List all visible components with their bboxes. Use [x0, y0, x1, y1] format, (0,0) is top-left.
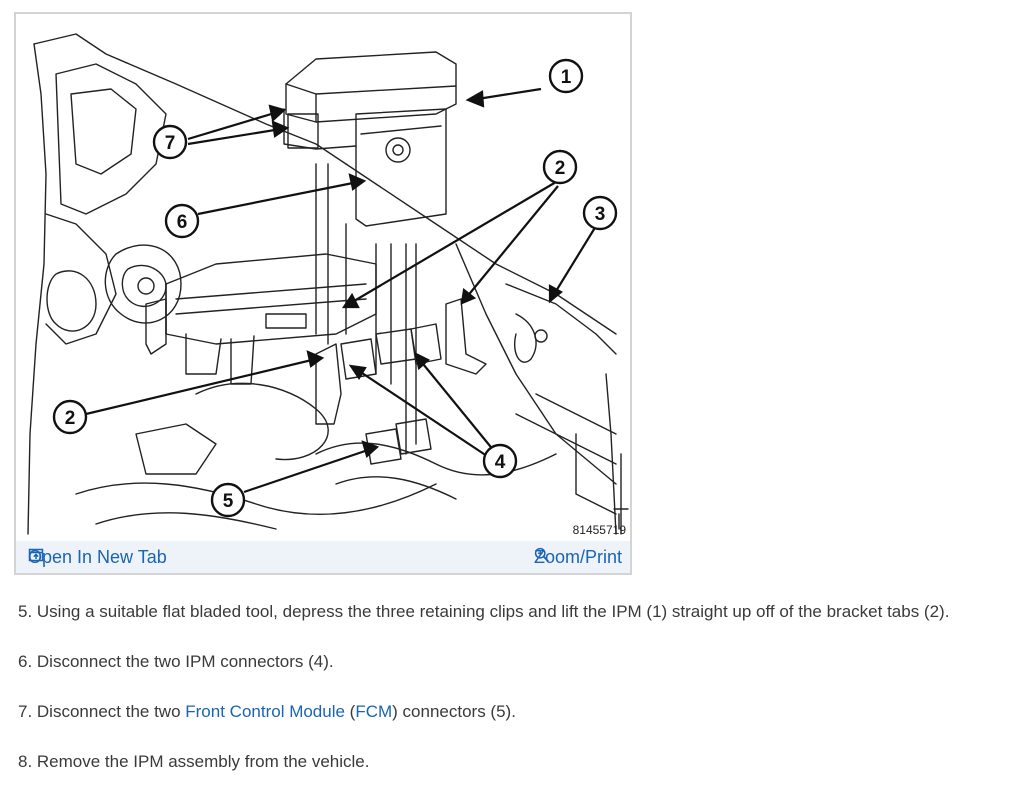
open-new-tab-icon	[28, 548, 44, 562]
step-7-prefix: 7. Disconnect the two	[18, 702, 186, 721]
callout-circles: 1 2 3 4 5 6 7 2	[52, 58, 618, 518]
procedure-steps: 5. Using a suitable flat bladed tool, de…	[18, 598, 1008, 798]
step-7: 7. Disconnect the two Front Control Modu…	[18, 698, 1008, 748]
step-7-mid: (	[344, 702, 356, 721]
callout-2-top: 2	[555, 158, 566, 179]
step-5: 5. Using a suitable flat bladed tool, de…	[18, 602, 950, 621]
callout-2-left: 2	[65, 408, 76, 429]
callout-7: 7	[165, 133, 176, 154]
callout-1: 1	[561, 67, 572, 88]
zoom-print-link[interactable]: Zoom/Print	[534, 547, 622, 568]
magnifier-plus-icon	[534, 547, 549, 562]
callout-5: 5	[223, 491, 234, 512]
ipm-diagram: 1 2 3 4 5 6 7 2 81455719	[27, 33, 629, 537]
fcm-link[interactable]: FCM	[355, 702, 393, 721]
front-control-module-link[interactable]: Front Control Module	[185, 702, 345, 721]
step-7-suffix: ) connectors (5).	[392, 702, 516, 721]
figure-frame: 1 2 3 4 5 6 7 2 81455719 Open In	[14, 12, 632, 575]
step-8: 8. Remove the IPM assembly from the vehi…	[18, 752, 370, 771]
open-in-new-tab-link[interactable]: Open In New Tab	[28, 547, 167, 568]
open-in-new-tab-label: Open In New Tab	[28, 547, 167, 567]
zoom-print-label: Zoom/Print	[533, 547, 622, 567]
callout-3: 3	[595, 204, 606, 225]
figure-toolbar: Open In New Tab Zoom/Print	[16, 541, 630, 573]
figure-id-code: 81455719	[573, 523, 627, 537]
step-6: 6. Disconnect the two IPM connectors (4)…	[18, 652, 334, 671]
callout-4: 4	[495, 452, 506, 473]
callout-6: 6	[177, 212, 188, 233]
